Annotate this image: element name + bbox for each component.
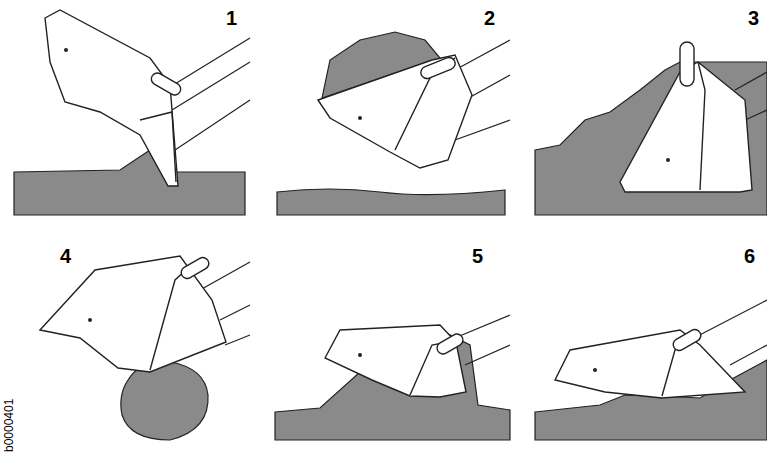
bucket [325, 325, 466, 397]
pin-slot [419, 56, 457, 81]
bucket-side [698, 62, 705, 190]
bucket [318, 55, 472, 168]
panel-number: 5 [472, 246, 483, 266]
panel-number: 1 [226, 8, 237, 28]
pivot-dot [64, 48, 68, 52]
panel-number: 4 [60, 246, 71, 266]
bucket-side [140, 112, 176, 182]
panel-number: 6 [744, 246, 755, 266]
panel-number: 2 [484, 8, 495, 28]
ground [277, 189, 505, 215]
material-pile [535, 62, 767, 215]
panel-number: 3 [748, 8, 759, 28]
drawing-code: b0000401 [3, 399, 15, 452]
pivot-dot [88, 318, 92, 322]
pivot-dots [64, 48, 670, 372]
boom-arms [165, 38, 767, 365]
pivot-dot [593, 368, 597, 372]
bucket [40, 256, 226, 372]
pin-slot [680, 42, 694, 86]
buckets [40, 10, 752, 398]
pin-slot [671, 327, 703, 352]
pivot-dot [358, 353, 362, 357]
bucket [555, 330, 745, 398]
pin-slot [435, 332, 465, 356]
pin-slot [179, 255, 211, 280]
pin-slot [149, 71, 183, 97]
pivot-dot [358, 116, 362, 120]
bucket [45, 10, 178, 186]
pivot-dot [666, 158, 670, 162]
rock [121, 362, 208, 440]
ground [14, 138, 245, 215]
